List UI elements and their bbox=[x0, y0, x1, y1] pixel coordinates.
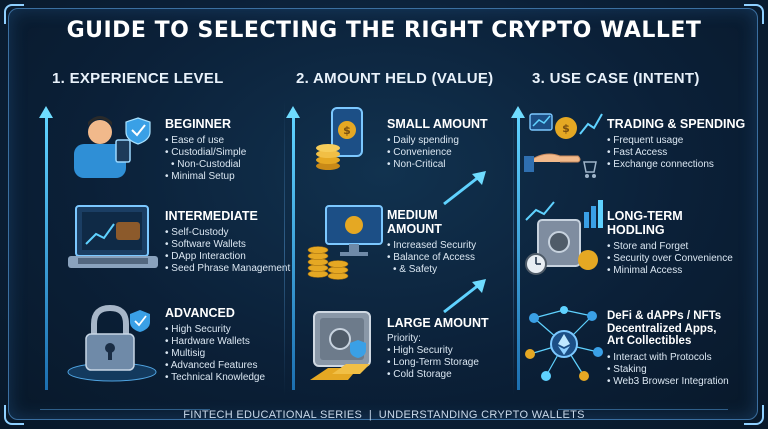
arrow-up-icon bbox=[511, 106, 525, 118]
card-intermediate: INTERMEDIATE Self-Custody Software Walle… bbox=[165, 209, 290, 275]
list-item: Web3 Browser Integration bbox=[607, 376, 728, 388]
frame-corner bbox=[4, 405, 24, 425]
column-heading-use-case: 3. USE CASE (INTENT) bbox=[532, 70, 700, 87]
list-item: Custodial/Simple bbox=[165, 147, 246, 159]
arrow-line bbox=[45, 118, 48, 390]
card-medium-amount: MEDIUM AMOUNT Increased Security Balance… bbox=[387, 208, 476, 276]
card-title: LONG-TERM bbox=[607, 209, 683, 223]
card-title: Decentralized Apps, bbox=[607, 322, 717, 335]
arrow-up-icon bbox=[39, 106, 53, 118]
card-small-amount: SMALL AMOUNT Daily spending Convenience … bbox=[387, 117, 488, 171]
card-large-amount: LARGE AMOUNT Priority: High Security Lon… bbox=[387, 316, 489, 381]
padlock-circuit-icon bbox=[67, 304, 157, 382]
list-item: Seed Phrase Management bbox=[165, 263, 290, 275]
list-item: Fast Access bbox=[607, 147, 745, 159]
list-item: Multisig bbox=[165, 348, 265, 360]
list-item: Store and Forget bbox=[607, 241, 733, 253]
card-title: ADVANCED bbox=[165, 306, 235, 320]
monitor-coins-icon bbox=[307, 205, 383, 280]
list-item: Security over Convenience bbox=[607, 253, 733, 265]
outer-frame bbox=[8, 8, 758, 420]
svg-text:$: $ bbox=[562, 122, 570, 135]
card-title: INTERMEDIATE bbox=[165, 209, 258, 223]
arrow-up-icon bbox=[286, 106, 300, 118]
column-heading-experience: 1. EXPERIENCE LEVEL bbox=[52, 70, 224, 87]
list-item: Convenience bbox=[387, 147, 488, 159]
column-separator bbox=[513, 100, 514, 395]
card-title: DeFi & dAPPs / NFTs bbox=[607, 310, 722, 322]
list-item: Increased Security bbox=[387, 240, 476, 252]
list-item: Interact with Protocols bbox=[607, 352, 729, 364]
card-title: BEGINNER bbox=[165, 117, 231, 131]
list-item: Minimal Access bbox=[607, 265, 733, 277]
list-item: Staking bbox=[607, 364, 729, 376]
list-item: Self-Custody bbox=[165, 227, 290, 239]
card-title: Art Collectibles bbox=[607, 335, 692, 347]
list-item: Long-Term Storage bbox=[387, 357, 489, 369]
list-item: Hardware Wallets bbox=[165, 336, 265, 348]
list-item: & Safety bbox=[387, 264, 476, 276]
footer-text: FINTECH EDUCATIONAL SERIES | UNDERSTANDI… bbox=[183, 409, 585, 421]
person-phone-icon bbox=[74, 116, 151, 178]
priority-label: Priority: bbox=[387, 333, 421, 344]
page-title: GUIDE TO SELECTING THE RIGHT CRYPTO WALL… bbox=[66, 18, 702, 43]
arrow-line bbox=[292, 118, 295, 390]
frame-corner bbox=[4, 4, 24, 24]
list-item: Minimal Setup bbox=[165, 171, 246, 183]
hand-coin-chart-icon: $ bbox=[524, 113, 603, 178]
list-item: Balance of Access bbox=[387, 252, 476, 264]
arrow-line bbox=[517, 118, 520, 390]
diagonal-arrow-icon bbox=[443, 279, 486, 314]
list-item: Software Wallets bbox=[165, 239, 290, 251]
list-item: Exchange connections bbox=[607, 159, 745, 171]
list-item: Advanced Features bbox=[165, 360, 265, 372]
diagonal-arrow-icon bbox=[443, 171, 486, 206]
list-item: Technical Knowledge bbox=[165, 372, 265, 384]
card-advanced: ADVANCED High Security Hardware Wallets … bbox=[165, 306, 265, 384]
footer-divider bbox=[40, 409, 210, 410]
vault-clock-icon bbox=[525, 200, 603, 275]
list-item: DApp Interaction bbox=[165, 251, 290, 263]
network-ethereum-icon bbox=[525, 306, 603, 381]
list-item: Non-Critical bbox=[387, 159, 488, 171]
card-title: AMOUNT bbox=[387, 222, 442, 236]
frame-corner bbox=[744, 4, 764, 24]
card-title: LARGE AMOUNT bbox=[387, 316, 489, 330]
card-title: SMALL AMOUNT bbox=[387, 117, 488, 131]
list-item: High Security bbox=[165, 324, 265, 336]
list-item: High Security bbox=[387, 345, 489, 357]
list-item: Cold Storage bbox=[387, 369, 489, 381]
safe-gold-icon bbox=[310, 311, 371, 380]
frame-corner bbox=[744, 405, 764, 425]
card-long-term-hodling: LONG-TERM HODLING Store and Forget Secur… bbox=[607, 209, 733, 277]
svg-text:$: $ bbox=[343, 124, 351, 137]
card-title: HODLING bbox=[607, 223, 665, 237]
card-title: TRADING & SPENDING bbox=[607, 117, 746, 131]
card-trading-spending: TRADING & SPENDING Frequent usage Fast A… bbox=[607, 117, 745, 171]
card-title: MEDIUM bbox=[387, 208, 438, 222]
phone-coins-icon: $ bbox=[316, 107, 363, 170]
list-item: Frequent usage bbox=[607, 135, 745, 147]
footer-divider bbox=[558, 409, 728, 410]
list-item: Ease of use bbox=[165, 135, 246, 147]
card-defi-dapps-nfts: DeFi & dAPPs / NFTs Decentralized Apps, … bbox=[607, 310, 729, 388]
list-item: Non-Custodial bbox=[165, 159, 246, 171]
laptop-wallet-icon bbox=[68, 205, 158, 268]
list-item: Daily spending bbox=[387, 135, 488, 147]
column-heading-amount: 2. AMOUNT HELD (VALUE) bbox=[296, 70, 494, 87]
footer: FINTECH EDUCATIONAL SERIES | UNDERSTANDI… bbox=[0, 409, 768, 421]
card-beginner: BEGINNER Ease of use Custodial/Simple No… bbox=[165, 117, 246, 183]
